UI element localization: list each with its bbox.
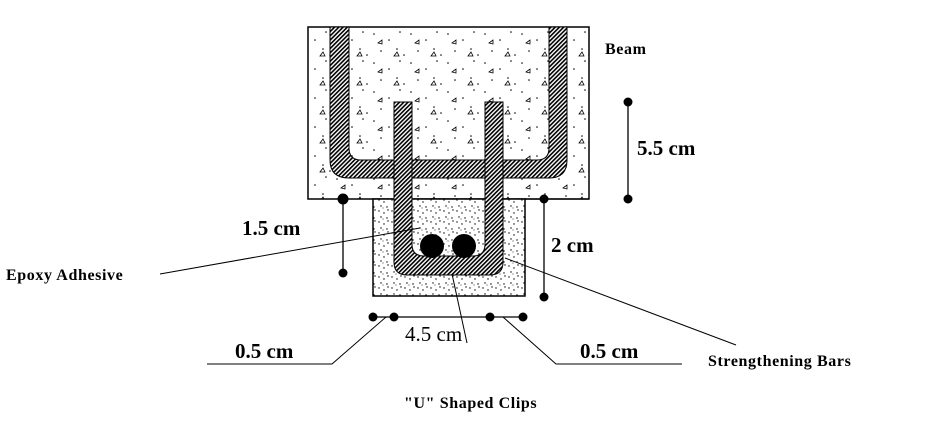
dimension-jacket-height bbox=[525, 194, 589, 302]
strengthening-bar-left bbox=[420, 234, 444, 258]
label-beam-depth: 5.5 cm bbox=[637, 136, 696, 160]
label-jacket-height: 2 cm bbox=[551, 233, 594, 257]
u-shaped-clip bbox=[393, 101, 504, 276]
label-u-shaped-clips: "U" Shaped Clips bbox=[404, 395, 537, 412]
leader-cover-left bbox=[207, 316, 387, 365]
label-cover-right: 0.5 cm bbox=[580, 339, 639, 363]
label-strengthening-bars: Strengthening Bars bbox=[708, 353, 851, 370]
dimension-beam-depth bbox=[623, 97, 633, 204]
label-epoxy-adhesive: Epoxy Adhesive bbox=[6, 267, 123, 284]
leader-epoxy bbox=[159, 227, 421, 275]
dimension-jacket-offset bbox=[337, 193, 349, 278]
leader-cover-right bbox=[502, 316, 682, 365]
strengthening-bar-right bbox=[452, 234, 476, 258]
label-beam: Beam bbox=[605, 41, 647, 58]
label-jacket-offset: 1.5 cm bbox=[242, 216, 301, 240]
leader-u-clips bbox=[451, 273, 468, 344]
dimension-bottom-width bbox=[368, 312, 528, 322]
beam-stirrup bbox=[329, 26, 568, 179]
leader-strengthening-bars bbox=[504, 257, 737, 346]
label-cover-left: 0.5 cm bbox=[235, 339, 294, 363]
label-clip-width: 4.5 cm bbox=[405, 322, 462, 346]
